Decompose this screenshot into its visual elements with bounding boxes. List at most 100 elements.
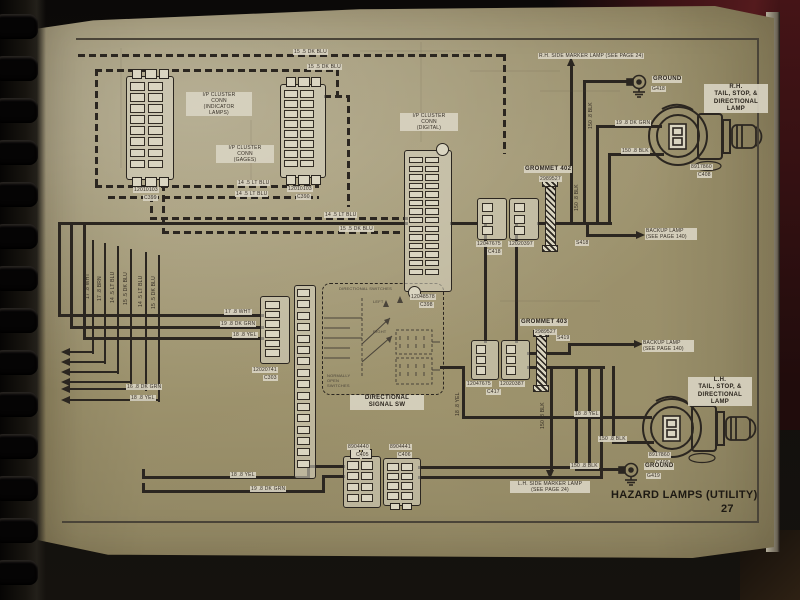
lamps-rh-conn-label: C408 [697, 172, 712, 179]
wire-segment [570, 66, 573, 225]
wire-segment [527, 366, 605, 369]
binding-coil [0, 434, 38, 459]
connector-tab [298, 175, 310, 185]
wire-segment [83, 224, 86, 339]
clusters-indicator-part-label: 12010103 [133, 187, 159, 194]
wire-segment [608, 153, 664, 156]
connector-pin [476, 345, 486, 354]
connector-pin [130, 115, 145, 124]
connector-pin [265, 330, 280, 338]
wire-arrow [546, 470, 554, 479]
wires-ltblu_mid-label: 14 .5 LT BLU [324, 212, 358, 219]
lamps-backup_2-label: BACKUP LAMP (SEE PAGE 140) [642, 340, 694, 353]
wires-rot_ltblu_1-label: 14 .5 LT BLU [110, 271, 116, 303]
connector-tab [298, 77, 310, 87]
connector-pin [130, 126, 145, 135]
connector-pin [409, 242, 423, 250]
bottom_conns-c405-part-label: 8904440 [347, 444, 370, 451]
wire-segment [322, 476, 325, 493]
connector-pin [506, 345, 516, 354]
wires-dkgrn_sw-label: 19 .8 DK GRN [220, 321, 257, 328]
binding-coil [0, 98, 38, 123]
connector-pin [297, 448, 310, 457]
connector-pin [130, 137, 145, 146]
wire-segment [322, 475, 345, 478]
wires-yel_lh-label: 18 .8 YEL [574, 411, 600, 418]
switch-internal_bottom-label: NORMALLY OPEN SWITCHES [327, 373, 351, 388]
grommets-g402-splice-label: S418 [575, 240, 590, 247]
wires-blk_lh-label: 150 .8 BLK [598, 436, 627, 443]
wire-segment [70, 351, 92, 353]
lamps-lh-part-label: 8917860 [648, 452, 671, 459]
binding-coil [0, 140, 38, 165]
bottom_conns-c405-conn-label: C405 [355, 452, 370, 459]
binding-coil [0, 56, 38, 81]
grommets-g403-conn_b-label: 12020387 [499, 381, 525, 388]
connector-pin [130, 82, 145, 91]
wires-blk_rh-label: 150 .8 BLK [621, 148, 650, 155]
connector-tab [132, 69, 142, 79]
binding-coil [0, 476, 38, 501]
binding-coil [0, 518, 38, 543]
grounds-g419-label-label: GROUND [644, 463, 675, 471]
connector-tab [132, 177, 142, 187]
wire-segment [586, 224, 589, 236]
wires-rot_wht-label: 17 .8 WHT [85, 273, 91, 299]
connector-pin [506, 355, 516, 365]
connector-tab [390, 503, 400, 510]
wires-blk_rot_lh-label: 150 .8 BLK [540, 402, 546, 429]
wire-segment [450, 222, 478, 225]
connector-pin [401, 492, 414, 500]
connector-pin [387, 492, 399, 500]
wire-arrow [61, 378, 70, 386]
connector-pin [300, 139, 315, 148]
wire-segment [70, 371, 117, 373]
wire-segment [336, 69, 339, 95]
wire-arrow [636, 231, 645, 239]
connector-pin [284, 90, 298, 98]
connector-pin [297, 459, 310, 468]
wire-segment [612, 441, 654, 444]
connector-pin [409, 157, 423, 164]
connector-screw [436, 143, 449, 156]
directional-signal-switch-box [322, 283, 444, 395]
connector-pin [130, 159, 145, 169]
connector-pin [284, 159, 298, 168]
connector-pin [130, 93, 145, 102]
connector-pin [297, 300, 310, 309]
clusters-digital-label-label: I/P CLUSTER CONN (DIGITAL) [400, 113, 458, 132]
wire-segment [70, 326, 264, 329]
connector-pin [476, 355, 486, 365]
wire-segment [608, 153, 611, 225]
connector-pin [506, 366, 516, 375]
connector-pin [284, 109, 298, 118]
wire-arrow [61, 368, 70, 376]
clusters-digital-conn-label: C398 [419, 302, 434, 309]
wire-segment [586, 234, 640, 237]
connector-pin [347, 471, 359, 481]
print-bleed-ghost [470, 70, 560, 72]
switch-conn-label: C303 [263, 375, 278, 382]
wire-segment [600, 366, 603, 479]
connector-pin [147, 148, 163, 158]
binding-coil [0, 14, 38, 39]
connector-pin [130, 148, 145, 158]
connector-pin [482, 203, 493, 212]
connector-pin [265, 320, 280, 328]
wire-segment [418, 476, 602, 479]
connector-pin [361, 482, 374, 492]
grommets-g403-splice-label: S419 [556, 335, 571, 342]
lamps-lh_marker-label: L.H. SIDE MARKER LAMP (SEE PAGE 24) [510, 481, 590, 494]
wires-yel_left-label: 18 .8 YEL [130, 395, 156, 402]
connector-pin [361, 471, 374, 481]
connector-pin [297, 334, 310, 343]
wire-segment [142, 483, 145, 493]
wires-blk_rot_grommet-label: 150 .8 BLK [574, 184, 580, 211]
bottom_conns-c406-conn-label: C406 [397, 452, 412, 459]
connector-pin-grid [387, 463, 414, 500]
connector-pin [147, 82, 163, 91]
wires-blk_gnd-label: 150 .8 BLK [570, 463, 599, 470]
wire-segment [142, 469, 145, 479]
